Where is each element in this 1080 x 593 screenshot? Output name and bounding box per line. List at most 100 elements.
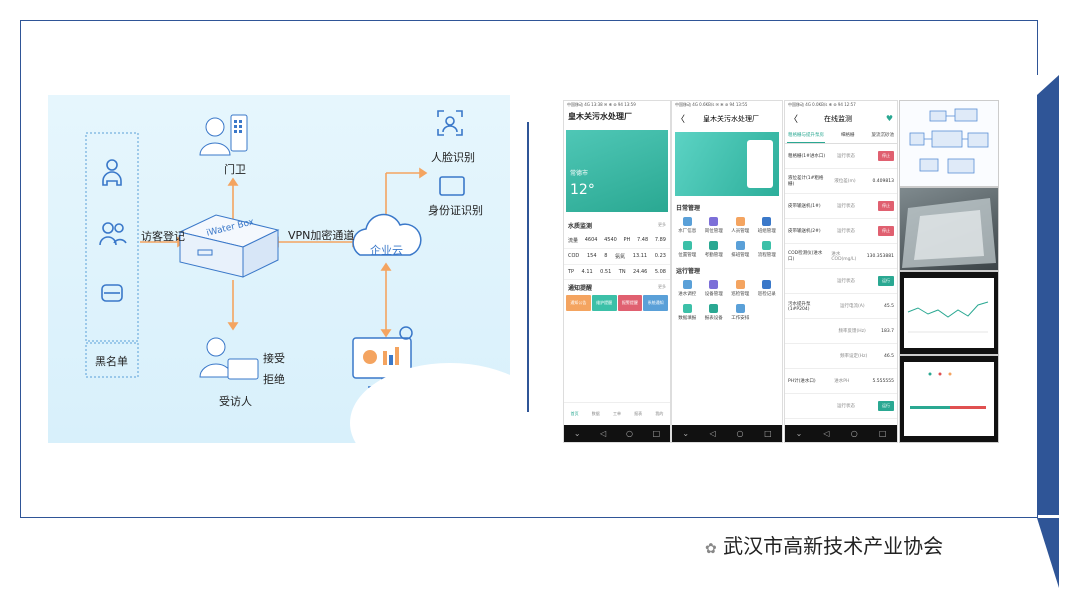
nav-down-icon[interactable]: ⌄ [573,429,581,438]
metric-value: 运行 [878,401,894,411]
phone-management-screen: 中国移动 4G 0.6KB/s ✉ ✻ ⊚ 94 13:55 〈 皇木关污水处理… [671,100,783,443]
alarm-tag[interactable]: 报警提醒 [617,295,643,311]
menu-label: 进水调控 [678,292,697,297]
menu-item[interactable]: 人员管理 [727,215,754,234]
process-tab[interactable]: 细格栅 [841,133,855,138]
banner [675,132,779,196]
monitor-row: 液位差计(1#粗格栅) 液位差(m) 0.409813 [785,169,897,194]
nav-home-icon[interactable]: ○ [736,429,744,438]
menu-item[interactable]: 排班管理 [727,239,754,258]
water-cell: 4604 [584,237,598,243]
menu-item[interactable]: 数据填报 [674,302,701,321]
menu-label: 设备管理 [704,292,723,297]
metric-key: 进水PH [834,379,850,384]
menu-item[interactable]: 考勤管理 [701,239,728,258]
plant-title: 皇木关污水处理厂 [568,112,632,121]
metric-key: 进水COD(mg/L) [831,251,857,262]
menu-label: 数据填报 [678,316,697,321]
tab-item[interactable]: 首页 [570,411,579,416]
more-link-2[interactable]: 更多 [658,284,666,289]
menu-icon [762,241,772,250]
tab-item[interactable]: 数据 [591,411,600,416]
more-link[interactable]: 更多 [658,222,666,227]
metric-key: 液位差(m) [834,179,856,184]
heart-icon[interactable]: ♥ [885,114,893,123]
menu-item[interactable]: 位置管理 [674,239,701,258]
process-tab[interactable]: 旋流沉砂池 [871,133,895,138]
metric-key: 频率反馈(Hz) [838,329,866,334]
visitor-system-diagram: 访客登记 黑名单 门卫 iWater Box VPN加密通道 企业云 人脸识别 … [48,95,510,443]
menu-icon [735,304,745,313]
device-name: 污水提升泵(1#P204) [788,301,811,312]
monitor-row: COD检测仪(进水口)进水COD(mg/L)130.353881 [785,244,897,269]
menu-item[interactable]: 设备管理 [701,278,728,297]
weather-card[interactable]: 常德市 12° [566,130,668,212]
nav-down-icon[interactable]: ⌄ [795,429,803,438]
menu-item[interactable]: 岗位管理 [701,215,728,234]
metric-value: 0.409813 [872,178,894,184]
menu-label: 岗位管理 [704,229,723,234]
nav-home-icon[interactable]: ○ [625,429,633,438]
nav-back-icon[interactable]: ◁ [600,429,607,438]
device-name: 液位差计(1#粗格栅) [788,176,824,187]
nav-recent-icon[interactable]: □ [764,429,772,438]
water-section-header: 水质监测 更多 [564,218,670,233]
alarm-tag[interactable]: 系统通知 [643,295,668,311]
water-cell: 13.11 [632,253,648,259]
menu-item[interactable]: 水厂信息 [674,215,701,234]
menu-item[interactable]: 进水调控 [674,278,701,297]
metric-value: 130.353881 [866,253,894,259]
metric-key: 运行状态 [837,229,855,234]
tab-item[interactable]: 工单 [612,411,621,416]
menu-icon [682,280,692,289]
water-cell: 8 [604,253,608,259]
daily-mgmt-grid: 水厂信息岗位管理人员管理班组管理位置管理考勤管理排班管理流程管理 [672,215,782,263]
device-name: 粗格栅(1#进水口) [788,154,826,159]
nav-recent-icon[interactable]: □ [652,429,661,438]
alarm-tag[interactable]: 维护提醒 [591,295,617,311]
tab-item[interactable]: 我的 [655,411,664,416]
tank-photo-graphic [902,198,996,268]
menu-icon [709,241,719,250]
nav-down-icon[interactable]: ⌄ [682,429,690,438]
menu-item[interactable]: 工作安排 [727,302,754,321]
back-button[interactable]: 〈 [789,115,799,125]
menu-item[interactable]: 流程管理 [754,239,781,258]
alarm-tag[interactable]: 通知公告 [566,295,591,311]
monitor-row: 频率反馈(Hz)183.7 [785,319,897,344]
android-nav-bar: ⌄ ◁ ○ □ [564,425,670,442]
monitor-row: 皮带输送机(2#)运行状态停止 [785,219,897,244]
back-button[interactable]: 〈 [676,115,686,125]
water-cell: 7.89 [654,237,666,243]
metric-key: 运行状态 [837,154,855,159]
tab-item[interactable]: 报表 [634,411,643,416]
water-cell: PH [623,237,631,243]
nav-back-icon[interactable]: ◁ [823,429,830,438]
menu-item[interactable]: 报表设备 [701,302,728,321]
menu-item[interactable]: 巡检记录 [754,278,781,297]
right-accent-bar [1037,75,1059,515]
nav-recent-icon[interactable]: □ [878,429,887,438]
metric-value: 停止 [878,226,894,236]
water-cell: 154 [586,253,597,259]
process-tab[interactable]: 粗格栅与提升泵房 [787,128,825,143]
menu-item[interactable]: 班组管理 [754,215,781,234]
header: 〈 皇木关污水处理厂 [672,109,782,128]
monitor-rows: 粗格栅(1#进水口)运行状态停止液位差计(1#粗格栅)液位差(m)0.40981… [785,144,897,419]
plant-title: 皇木关污水处理厂 [703,114,760,123]
alarm-section-title: 通知提醒 [568,285,593,292]
screen-title: 在线监测 [824,114,853,123]
alarm-section-header: 通知提醒 更多 [564,280,670,295]
device-name: PH计(进水口) [788,379,816,384]
menu-icon [709,304,719,313]
reject-label: 拒绝 [263,373,285,386]
trend-chart-panel [899,271,999,355]
menu-item[interactable]: 巡检管理 [727,278,754,297]
nav-back-icon[interactable]: ◁ [709,429,716,438]
nav-home-icon[interactable]: ○ [850,429,858,438]
monitor-row: 运行状态运行 [785,394,897,419]
menu-icon [682,217,692,226]
menu-icon [735,280,745,289]
